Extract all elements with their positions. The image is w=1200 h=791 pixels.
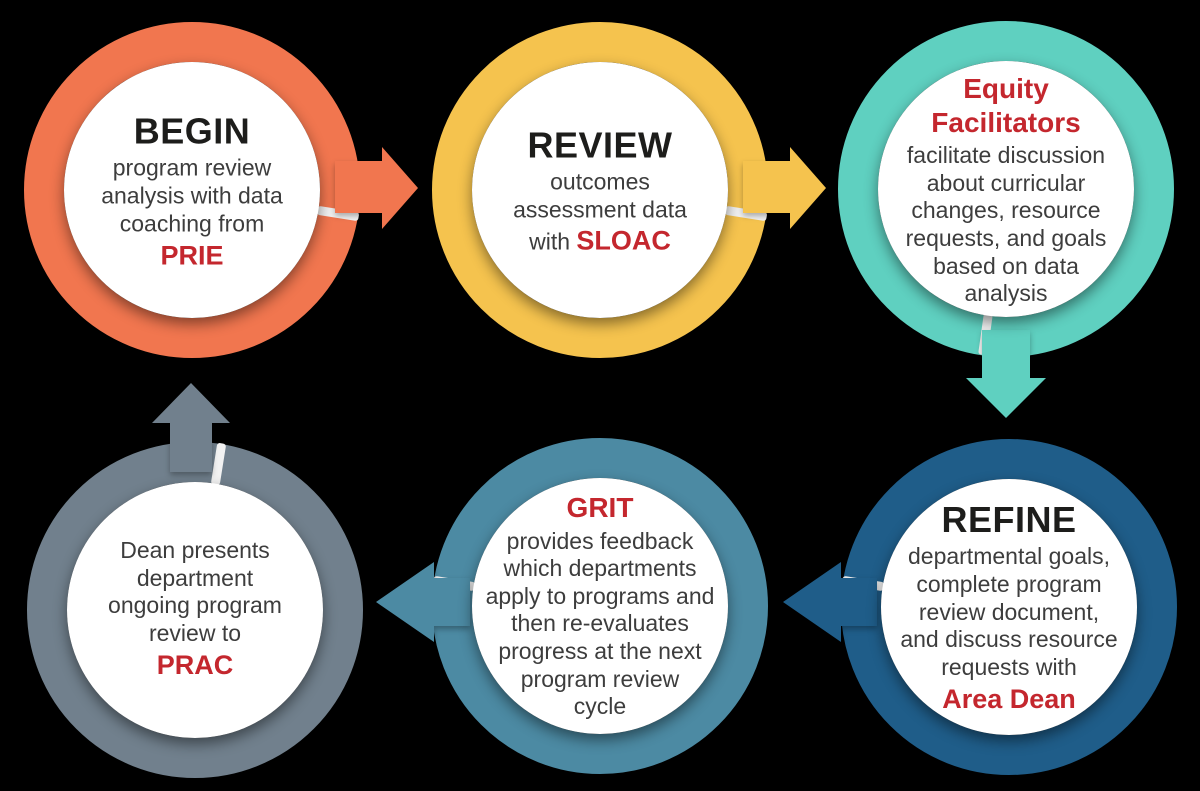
refine-node-graphic — [783, 439, 1177, 775]
refine-inner-circle — [881, 479, 1137, 735]
begin-inner-circle — [64, 62, 320, 318]
arrow-review-to-equity-icon — [743, 147, 826, 229]
grit-node-graphic — [376, 438, 768, 774]
begin-node-text: BEGIN program review analysis with data … — [51, 111, 333, 272]
equity-facilitators-body: facilitate discussion about curricular c… — [905, 142, 1107, 307]
review-ring-gap — [724, 206, 767, 221]
prac-body: Dean presents department ongoing program… — [108, 536, 282, 646]
grit-node-text: GRIT provides feedback which departments… — [459, 491, 741, 721]
begin-title: BEGIN — [133, 110, 251, 152]
begin-node-graphic — [24, 22, 418, 358]
begin-ring-gap — [316, 206, 359, 221]
grit-body: provides feedback which departments appl… — [485, 527, 715, 720]
review-body-text: outcomes assessment data with — [513, 168, 687, 255]
prac-node-text: Dean presents department ongoing program… — [54, 534, 336, 682]
refine-title: REFINE — [941, 498, 1077, 540]
refine-node-text: REFINE departmental goals, complete prog… — [868, 498, 1150, 716]
review-node-text: REVIEW outcomes assessment data with SLO… — [459, 124, 741, 257]
review-body: outcomes assessment data with SLOAC — [459, 169, 741, 257]
review-em: SLOAC — [576, 225, 671, 256]
prac-inner-circle — [67, 482, 323, 738]
grit-title: GRIT — [566, 492, 634, 524]
arrow-prac-to-begin-icon — [152, 383, 230, 472]
review-inner-circle — [472, 62, 728, 318]
review-title: REVIEW — [527, 124, 673, 166]
grit-inner-circle — [472, 478, 728, 734]
prac-ring-gap — [211, 443, 226, 486]
equity-facilitators-title: Equity Facilitators — [931, 73, 1081, 138]
refine-em: Area Dean — [942, 684, 1076, 715]
equity-facilitators-node-text: Equity Facilitators facilitate discussio… — [865, 72, 1147, 308]
equity-facilitators-node-graphic — [838, 21, 1174, 418]
begin-em: PRIE — [160, 240, 224, 271]
equity-facilitators-inner-circle — [878, 61, 1134, 317]
begin-body: program review analysis with data coachi… — [101, 154, 283, 236]
arrow-refine-to-grit-icon — [783, 562, 877, 642]
prac-node-graphic — [27, 383, 363, 778]
refine-body: departmental goals, complete program rev… — [900, 543, 1118, 680]
arrow-begin-to-review-icon — [335, 147, 418, 229]
arrow-grit-to-prac-icon — [376, 562, 470, 642]
arrow-equity-to-refine-icon — [966, 330, 1046, 418]
prac-em: PRAC — [156, 650, 234, 681]
review-node-graphic — [432, 22, 826, 358]
